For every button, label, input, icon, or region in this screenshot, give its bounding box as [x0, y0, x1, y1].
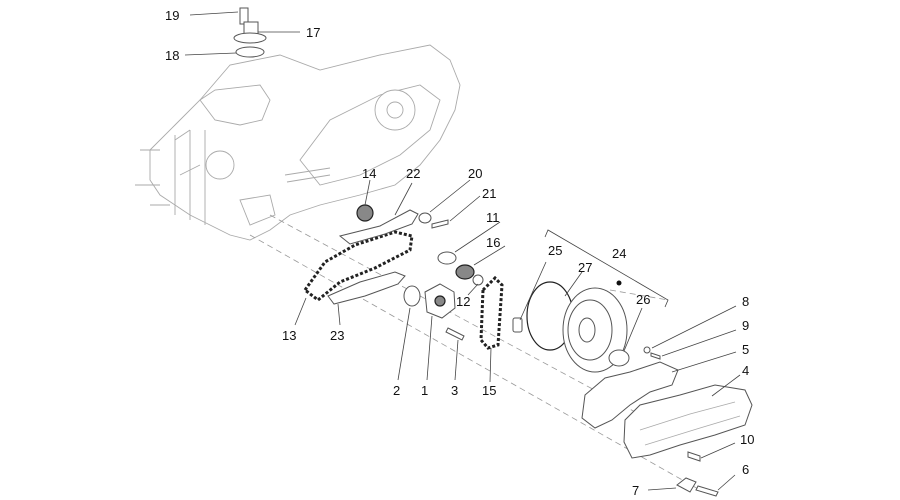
washer-11: [437, 251, 457, 265]
sprocket: [356, 204, 374, 222]
callout-5: 5: [742, 342, 749, 357]
oil-sump: [623, 384, 753, 459]
drain-bolt-6: [695, 485, 719, 497]
chain-slider-lower: [327, 271, 406, 305]
callout-23: 23: [330, 328, 344, 343]
washer-20: [418, 212, 432, 224]
leader-lines: [184, 11, 741, 491]
oil-sump-gasket: [581, 361, 679, 429]
callout-18: 18: [165, 48, 179, 63]
callout-25: 25: [548, 243, 562, 258]
callout-4: 4: [742, 363, 749, 378]
washer-8: [643, 346, 651, 354]
callout-2: 2: [393, 383, 400, 398]
callout-1: 1: [421, 383, 428, 398]
sprocket-16: [455, 264, 475, 280]
ring-12: [472, 274, 484, 286]
callout-19: 19: [165, 8, 179, 23]
callout-26: 26: [636, 292, 650, 307]
oil-pump-gasket: [403, 285, 421, 307]
callout-22: 22: [406, 166, 420, 181]
callout-12: 12: [456, 294, 470, 309]
chain-guide-upper: [338, 209, 419, 245]
callout-17: 17: [306, 25, 320, 40]
callout-9: 9: [742, 318, 749, 333]
group-bracket-24: [544, 229, 669, 308]
engine-crankcase: [135, 44, 461, 241]
chain-tensioner: [233, 7, 267, 58]
callout-13: 13: [282, 328, 296, 343]
callout-14: 14: [362, 166, 376, 181]
oil-pump-cover: [562, 287, 628, 373]
oil-seal-26: [608, 349, 630, 367]
timing-chain: [302, 230, 414, 302]
callout-21: 21: [482, 186, 496, 201]
callout-24: 24: [612, 246, 626, 261]
drain-plug-bracket: [676, 477, 697, 493]
callout-8: 8: [742, 294, 749, 309]
callout-10: 10: [740, 432, 754, 447]
bolt-21: [431, 219, 449, 229]
callout-3: 3: [451, 383, 458, 398]
dowel-10: [687, 451, 701, 462]
callout-27: 27: [578, 260, 592, 275]
callout-15: 15: [482, 383, 496, 398]
screw-3: [445, 327, 465, 341]
assembly-axis-lines: [249, 214, 701, 491]
callout-6: 6: [742, 462, 749, 477]
o-ring-25: [512, 317, 523, 333]
bullet-dot: [616, 280, 622, 286]
callout-20: 20: [468, 166, 482, 181]
callout-labels: 19 17 18 14 22 20 21 11 16 12 13 23 2 1 …: [165, 8, 754, 498]
callout-7: 7: [632, 483, 639, 498]
callout-11: 11: [486, 210, 500, 225]
screw-9: [650, 352, 661, 360]
callout-16: 16: [486, 235, 500, 250]
oil-pump-chain: [479, 275, 504, 350]
